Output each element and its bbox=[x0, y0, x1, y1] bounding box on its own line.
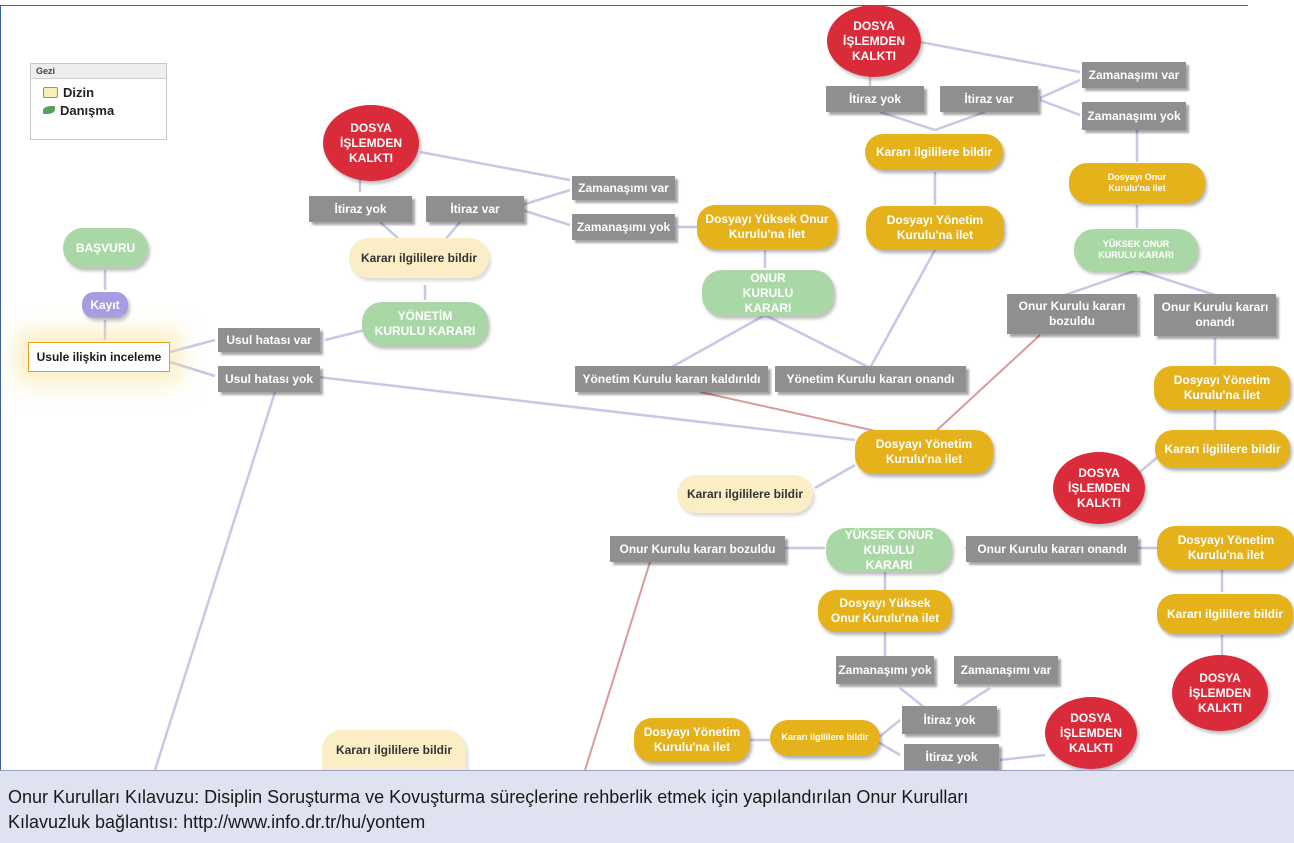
node-yuksek-onur-kurulu-karari[interactable]: YÜKSEK ONUR KURULU KARARI bbox=[826, 528, 952, 572]
node-yuksek-onur-ilet[interactable]: Dosyayı Yüksek Onur Kurulu'na ilet bbox=[697, 205, 837, 249]
node-usule-inceleme[interactable]: Usule ilişkin inceleme bbox=[28, 342, 170, 372]
node-dosya-islemden-kalkti[interactable]: DOSYA İŞLEMDEN KALKTI bbox=[827, 5, 921, 77]
node-itiraz-yok[interactable]: İtiraz yok bbox=[902, 706, 997, 734]
edge bbox=[521, 208, 571, 227]
frame-top-border bbox=[0, 5, 1248, 6]
node-karari-bildir[interactable]: Kararı ilgililere bildir bbox=[1155, 430, 1290, 468]
edge bbox=[153, 391, 277, 770]
node-zamanasimi-yok[interactable]: Zamanaşımı yok bbox=[836, 656, 934, 684]
edge bbox=[868, 249, 937, 369]
node-karari-bildir[interactable]: Kararı ilgililere bildir bbox=[1157, 594, 1293, 634]
legend-panel: Gezi Dizin Danışma bbox=[30, 63, 167, 140]
edge-red bbox=[934, 334, 1041, 433]
node-dosya-islemden-kalkti[interactable]: DOSYA İŞLEMDEN KALKTI bbox=[1172, 655, 1268, 731]
edge bbox=[877, 719, 901, 739]
legend-title: Gezi bbox=[31, 64, 166, 79]
edge bbox=[1039, 78, 1081, 100]
node-karari-bildir[interactable]: Kararı ilgililere bildir bbox=[677, 475, 813, 513]
node-onur-kurulu-karari-onandi[interactable]: Onur Kurulu kararı onandı bbox=[966, 536, 1138, 562]
edge bbox=[169, 338, 216, 354]
node-karari-bildir[interactable]: Kararı ilgililere bildir bbox=[349, 238, 489, 278]
legend-item-danisma[interactable]: Danışma bbox=[31, 101, 166, 119]
edge bbox=[999, 753, 1046, 762]
edge bbox=[919, 40, 1081, 74]
node-yk-karari-kaldirildi[interactable]: Yönetim Kurulu kararı kaldırıldı bbox=[575, 366, 768, 392]
node-onur-kurulu-karari-bozuldu[interactable]: Onur Kurulu kararı bozuldu bbox=[1007, 294, 1137, 334]
node-dosya-islemden-kalkti[interactable]: DOSYA İŞLEMDEN KALKTI bbox=[1053, 452, 1145, 524]
node-zamanasimi-var[interactable]: Zamanaşımı var bbox=[1082, 62, 1186, 88]
edge bbox=[814, 463, 856, 490]
edge bbox=[317, 375, 856, 442]
node-karari-bildir[interactable]: Kararı ilgililere bildir bbox=[865, 134, 1003, 170]
node-itiraz-yok[interactable]: İtiraz yok bbox=[904, 744, 999, 770]
legend-item-label: Danışma bbox=[60, 102, 115, 118]
node-onur-kurulu-karari-onandi[interactable]: Onur Kurulu kararı onandı bbox=[1154, 294, 1276, 336]
node-yuksek-onur-ilet[interactable]: Dosyayı Yüksek Onur Kurulu'na ilet bbox=[818, 590, 952, 632]
edges-layer bbox=[103, 40, 1224, 770]
node-yuksek-onur-kurulu-karari[interactable]: YÜKSEK ONUR KURULU KARARI bbox=[1074, 229, 1198, 271]
node-zamanasimi-var[interactable]: Zamanaşımı var bbox=[954, 656, 1058, 684]
node-yonetim-kurulu-karari[interactable]: YÖNETİM KURULU KARARI bbox=[362, 302, 488, 346]
node-zamanasimi-yok[interactable]: Zamanaşımı yok bbox=[572, 214, 675, 240]
edge bbox=[764, 313, 871, 370]
leaf-icon bbox=[43, 106, 55, 114]
node-kayit[interactable]: Kayıt bbox=[82, 292, 128, 318]
node-dosya-islemden-kalkti[interactable]: DOSYA İŞLEMDEN KALKTI bbox=[1045, 697, 1137, 769]
node-karari-bildir[interactable]: Kararı ilgililere bildir bbox=[322, 730, 466, 770]
node-zamanasimi-yok[interactable]: Zamanaşımı yok bbox=[1082, 102, 1186, 130]
caption-bar: Onur Kurulları Kılavuzu: Disiplin Soruşt… bbox=[0, 770, 1294, 843]
node-itiraz-var[interactable]: İtiraz var bbox=[940, 86, 1038, 112]
edge bbox=[669, 313, 766, 370]
legend-item-label: Dizin bbox=[63, 84, 95, 100]
node-itiraz-yok[interactable]: İtiraz yok bbox=[826, 86, 924, 112]
node-basvuru[interactable]: BAŞVURU bbox=[63, 228, 148, 268]
caption-line: Onur Kurulları Kılavuzu: Disiplin Soruşt… bbox=[8, 787, 969, 807]
edge bbox=[169, 360, 216, 378]
node-yonetim-ilet[interactable]: Dosyayı Yönetim Kurulu'na ilet bbox=[1154, 366, 1290, 410]
edge-red bbox=[584, 561, 651, 770]
edge bbox=[934, 110, 986, 132]
node-zamanasimi-var[interactable]: Zamanaşımı var bbox=[572, 176, 675, 200]
caption-line: Kılavuzluk bağlantısı: http://www.info.d… bbox=[8, 812, 426, 832]
node-onur-kurulu-ilet[interactable]: Dosyayı Onur Kurulu'na ilet bbox=[1069, 163, 1205, 203]
node-yk-karari-onandi[interactable]: Yönetim Kurulu kararı onandı bbox=[775, 366, 966, 392]
node-yonetim-ilet[interactable]: Dosyayı Yönetim Kurulu'na ilet bbox=[855, 430, 993, 474]
edge bbox=[444, 221, 461, 241]
node-yonetim-ilet[interactable]: Dosyayı Yönetim Kurulu'na ilet bbox=[1157, 526, 1294, 570]
node-usul-hatasi-yok[interactable]: Usul hatası yok bbox=[218, 366, 320, 392]
edge bbox=[324, 328, 366, 342]
node-itiraz-var[interactable]: İtiraz var bbox=[426, 196, 524, 222]
folder-icon bbox=[43, 86, 58, 98]
edge-red bbox=[699, 391, 881, 433]
node-dosya-islemden-kalkti[interactable]: DOSYA İŞLEMDEN KALKTI bbox=[323, 105, 419, 181]
node-usul-hatasi-var[interactable]: Usul hatası var bbox=[218, 328, 320, 352]
edge bbox=[521, 188, 571, 207]
edge bbox=[879, 110, 936, 132]
node-onur-kurulu-karari[interactable]: ONUR KURULU KARARI bbox=[702, 270, 834, 316]
frame-left-border bbox=[0, 5, 1, 843]
legend-item-dizin[interactable]: Dizin bbox=[31, 83, 166, 101]
node-onur-kurulu-karari-bozuldu[interactable]: Onur Kurulu kararı bozuldu bbox=[610, 536, 785, 562]
edge bbox=[877, 740, 901, 757]
node-yonetim-ilet[interactable]: Dosyayı Yönetim Kurulu'na ilet bbox=[634, 718, 750, 762]
edge bbox=[1039, 98, 1081, 117]
node-yonetim-ilet[interactable]: Dosyayı Yönetim Kurulu'na ilet bbox=[866, 206, 1004, 250]
edge bbox=[1136, 268, 1216, 297]
edge bbox=[1064, 268, 1138, 297]
node-karari-bildir[interactable]: Kararı ilgililere bildir bbox=[770, 720, 880, 756]
edge bbox=[419, 150, 571, 182]
node-itiraz-yok[interactable]: İtiraz yok bbox=[309, 196, 412, 222]
edge bbox=[379, 221, 401, 241]
